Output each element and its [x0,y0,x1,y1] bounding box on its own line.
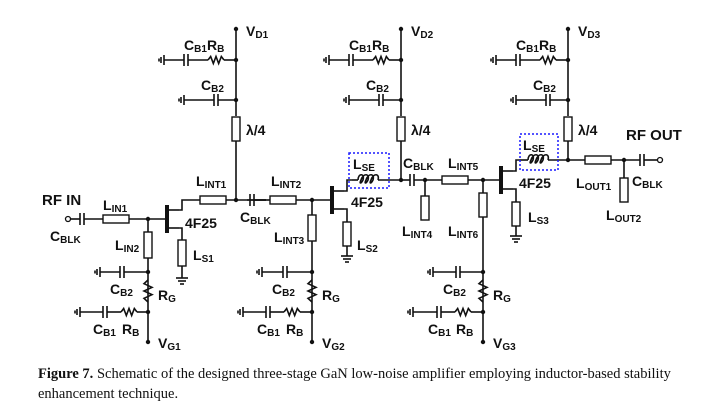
drain-supply-label-1: VD1 [246,23,269,41]
lint1-label: LINT1 [196,173,227,191]
cb1-label: CB1 [184,37,207,55]
transistor-1-label: 4F25 [185,215,217,231]
lse-inductor-1 [357,173,380,184]
lin1-line [102,214,130,224]
rb-label: RB [372,37,389,55]
rg-label: RG [493,287,511,305]
lse-label-1: LSE [353,156,375,174]
lint5-line [441,175,469,185]
cb2-label: CB2 [366,77,389,95]
lout1-label: LOUT1 [576,175,612,193]
lint3-line [307,214,317,242]
lint3-label: LINT3 [274,229,305,247]
lint4-label: LINT4 [402,223,433,241]
drain-supply-label-3: VD3 [578,23,601,41]
rb-resistor [283,306,301,318]
ls2-label: LS2 [357,237,378,255]
caption-label: Figure 7. [38,366,94,382]
wire [179,199,200,211]
cb2-label: CB2 [533,77,556,95]
cb2-label: CB2 [201,77,224,95]
lse-highlight-box-2 [519,133,559,171]
lin2-label: LIN2 [115,237,140,255]
cb1-label: CB1 [257,321,280,339]
rg-resistor [142,279,154,303]
lout2-label: LOUT2 [606,207,642,225]
lout1-line [584,155,612,165]
cblk-label: CBLK [50,228,81,246]
rg-label: RG [158,287,176,305]
quarter-wave-label: λ/4 [411,122,431,138]
quarter-wave-line [396,116,406,142]
lse-label-2: LSE [523,137,545,155]
port-terminal [64,215,72,223]
lint2-label: LINT2 [271,173,302,191]
rb-label: RB [207,37,224,55]
port-terminal [656,156,664,164]
lse-highlight-box-1 [348,152,390,189]
lout2-line [619,177,629,203]
wire [179,227,183,240]
rf-out-label: RF OUT [626,127,682,144]
transistor-3-label: 4F25 [519,175,551,191]
rb-resistor [372,54,390,66]
rg-label: RG [322,287,340,305]
rf-in-label: RF IN [42,192,81,209]
wire [513,159,520,172]
rg-resistor [306,279,318,303]
rb-label: RB [456,321,473,339]
ls1-inductor [177,239,187,267]
cb1-label: CB1 [349,37,372,55]
lint6-label: LINT6 [448,223,479,241]
wire [344,208,348,222]
rb-label: RB [286,321,303,339]
wire [513,188,517,202]
cblk-label: CBLK [240,209,271,227]
junction-dot [145,339,151,345]
lint1-line [199,195,227,205]
cb2-label: CB2 [272,281,295,299]
cb1-label: CB1 [93,321,116,339]
lint5-label: LINT5 [448,155,479,173]
rg-resistor [477,279,489,303]
gate-supply-label-2: VG2 [322,335,345,353]
rb-resistor [539,54,557,66]
rb-resistor [120,306,138,318]
ls2-inductor [342,221,352,247]
lint2-line [269,195,297,205]
ls3-label: LS3 [528,209,549,227]
wire [344,179,352,192]
cb2-label: CB2 [110,281,133,299]
quarter-wave-label: λ/4 [578,122,598,138]
junction-dot [480,339,486,345]
lin2-line [143,231,153,259]
rb-resistor [454,306,472,318]
lint6-line [478,192,488,218]
rb-label: RB [122,321,139,339]
gate-supply-label-3: VG3 [493,335,516,353]
cb1-label: CB1 [428,321,451,339]
junction-dot [309,339,315,345]
rb-resistor [207,54,225,66]
drain-supply-label-2: VD2 [411,23,434,41]
ls3-inductor [511,201,521,227]
cblk-label: CBLK [403,155,434,173]
lint4-line [420,195,430,221]
quarter-wave-line [231,116,241,142]
gate-supply-label-1: VG1 [158,335,181,353]
cblk-label: CBLK [632,173,663,191]
cb1-label: CB1 [516,37,539,55]
ls1-label: LS1 [193,247,214,265]
quarter-wave-line [563,116,573,142]
cb2-label: CB2 [443,281,466,299]
quarter-wave-label: λ/4 [246,122,266,138]
rb-label: RB [539,37,556,55]
transistor-2-label: 4F25 [351,194,383,210]
figure-caption: Figure 7. Schematic of the designed thre… [38,364,715,404]
lin1-label: LIN1 [103,197,128,215]
lse-inductor-2 [527,153,550,164]
caption-text: Schematic of the designed three-stage Ga… [38,366,671,402]
